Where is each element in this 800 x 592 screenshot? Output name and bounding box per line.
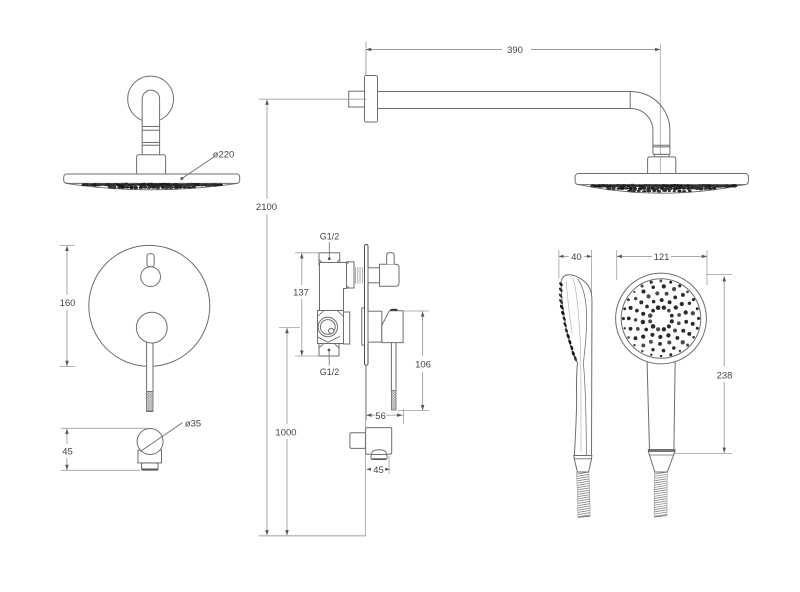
svg-text:ø220: ø220 <box>213 149 235 160</box>
svg-text:2100: 2100 <box>256 202 277 213</box>
svg-text:121: 121 <box>654 252 670 263</box>
svg-text:40: 40 <box>571 252 582 263</box>
svg-text:1000: 1000 <box>275 427 296 438</box>
svg-text:G1/2: G1/2 <box>320 367 340 377</box>
svg-text:238: 238 <box>717 371 733 382</box>
svg-text:G1/2: G1/2 <box>320 232 340 242</box>
svg-text:56: 56 <box>375 411 386 422</box>
svg-text:160: 160 <box>60 298 76 309</box>
svg-text:45: 45 <box>62 447 73 458</box>
svg-text:ø35: ø35 <box>185 418 201 429</box>
svg-text:106: 106 <box>415 360 431 371</box>
svg-text:45: 45 <box>373 465 384 476</box>
svg-text:390: 390 <box>507 45 523 56</box>
svg-text:137: 137 <box>293 288 309 299</box>
